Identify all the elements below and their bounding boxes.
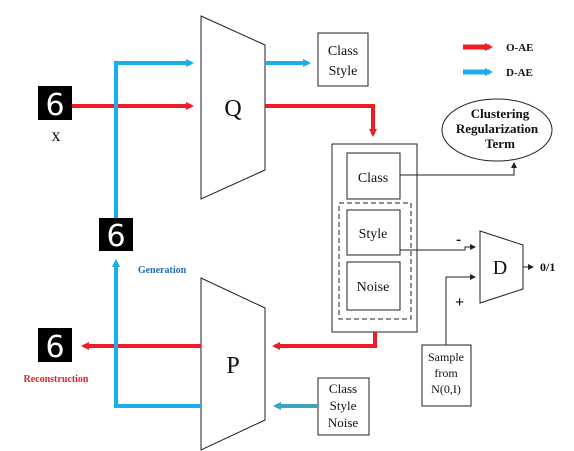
sample-box: Sample from N(0,I) — [421, 344, 472, 407]
sample-line1: Sample — [428, 350, 464, 364]
legend: O-AE D-AE — [463, 42, 534, 79]
clustering-line3: Term — [485, 136, 515, 151]
clustering-line2: Regularization — [456, 121, 539, 136]
latent-dashed-group — [338, 202, 412, 320]
input-caption: x — [52, 125, 61, 145]
p-input-style: Style — [330, 398, 357, 413]
decoder-label: P — [226, 353, 239, 379]
plus-sign: + — [455, 294, 464, 311]
legend-label-oae: O-AE — [506, 42, 534, 54]
input-image: 6 x — [38, 86, 72, 145]
p-input-box: Class Style Noise — [317, 377, 370, 436]
latent-class: Class — [358, 171, 388, 186]
generation-to-q-arrow — [114, 59, 194, 218]
encoder-q: Q — [200, 15, 266, 200]
latent-noise: Noise — [357, 280, 390, 295]
legend-label-dae: D-AE — [506, 67, 533, 79]
latent-noise-box — [346, 261, 401, 311]
sample-line3: N(0,I) — [431, 382, 461, 396]
p-input-noise: Noise — [328, 415, 359, 430]
connectors — [400, 162, 534, 345]
encoder-label: Q — [224, 96, 241, 122]
generation-digit: 6 — [106, 219, 125, 254]
reconstruction-image: 6 Reconstruction — [24, 328, 89, 385]
p-input-class: Class — [329, 381, 357, 396]
q-to-latent-arrow — [265, 104, 377, 137]
discriminator-d: D 0/1 - + — [455, 230, 555, 311]
q-output-box: Class Style — [317, 32, 369, 87]
red-arrows — [72, 102, 377, 350]
clustering-line1: Clustering — [471, 106, 530, 121]
discriminator-output: 0/1 — [540, 260, 555, 274]
minus-sign: - — [456, 231, 461, 248]
q-output-class: Class — [328, 44, 358, 59]
q-output-style: Style — [329, 64, 358, 79]
latent-to-discriminator — [400, 244, 476, 251]
sample-to-discriminator — [445, 274, 476, 345]
reconstruction-caption: Reconstruction — [24, 374, 89, 385]
latent-to-p-arrow — [272, 332, 377, 350]
class-to-clustering — [400, 162, 517, 176]
p-to-generation-arrow — [112, 259, 201, 408]
reconstruction-digit: 6 — [45, 330, 64, 365]
latent-class-box — [346, 152, 401, 200]
decoder-p: P — [200, 277, 266, 451]
sample-line2: from — [434, 366, 458, 380]
generation-image: 6 Generation — [99, 218, 187, 276]
latent-style-box — [346, 209, 401, 256]
clustering-term: Clustering Regularization Term — [441, 98, 553, 162]
generation-caption: Generation — [138, 265, 187, 276]
blue-arrows — [112, 59, 311, 408]
latent-code: Class Style Noise — [331, 143, 418, 333]
input-digit: 6 — [45, 88, 64, 123]
latent-style: Style — [359, 227, 388, 242]
discriminator-label: D — [493, 257, 507, 279]
